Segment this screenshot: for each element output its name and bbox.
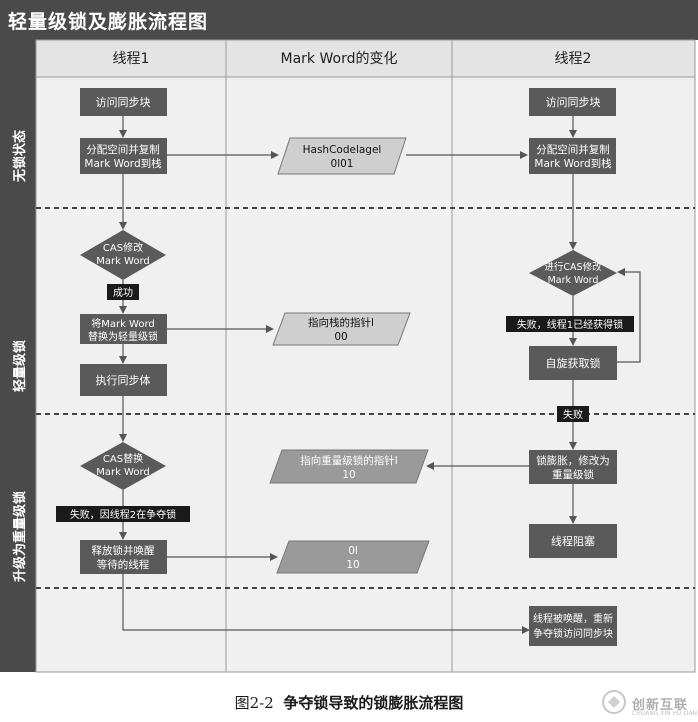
svg-text:0l: 0l xyxy=(348,545,358,557)
t2-blocked-box: 线程阻塞 xyxy=(529,524,617,558)
mw-released-shape: 0l 10 xyxy=(276,540,430,574)
svg-text:Mark Word到栈: Mark Word到栈 xyxy=(534,157,612,170)
t1-access-sync-box: 访问同步块 xyxy=(80,88,167,116)
svg-text:分配空间并复制: 分配空间并复制 xyxy=(86,143,160,156)
svg-text:失败，因线程2在争夺锁: 失败，因线程2在争夺锁 xyxy=(70,508,176,521)
t1-release-box: 释放锁并唤醒 等待的线程 xyxy=(80,540,167,574)
column-header-thread1: 线程1 xyxy=(113,51,150,67)
watermark-sub: CHUANG XIN HU LIAN xyxy=(632,710,698,717)
t1-alloc-copy-box: 分配空间并复制 Mark Word到栈 xyxy=(80,138,167,174)
phase-label-heavyweight: 升级为重量级锁 xyxy=(12,491,28,582)
svg-text:替换为轻量级锁: 替换为轻量级锁 xyxy=(88,330,158,343)
svg-text:10: 10 xyxy=(342,469,355,481)
t1-fail-label: 失败，因线程2在争夺锁 xyxy=(56,506,190,522)
svg-text:分配空间并复制: 分配空间并复制 xyxy=(536,143,610,156)
svg-text:线程阻塞: 线程阻塞 xyxy=(551,534,595,548)
svg-text:成功: 成功 xyxy=(113,287,133,299)
caption-label: 图2-2 xyxy=(234,694,274,712)
mw-stack-pointer-shape: 指向栈的指针l 00 xyxy=(272,312,411,346)
svg-text:访问同步块: 访问同步块 xyxy=(96,96,151,109)
phase-label-unlocked: 无锁状态 xyxy=(12,130,28,183)
t2-alloc-copy-box: 分配空间并复制 Mark Word到栈 xyxy=(529,138,616,174)
svg-text:HashCodelagel: HashCodelagel xyxy=(303,144,382,156)
svg-text:0l01: 0l01 xyxy=(331,158,354,170)
column-header-thread2: 线程2 xyxy=(555,51,592,67)
watermark-brand: 创新互联 xyxy=(632,698,689,713)
svg-text:进行CAS修改: 进行CAS修改 xyxy=(544,261,602,273)
phase-sidebar xyxy=(0,40,36,672)
svg-text:重量级锁: 重量级锁 xyxy=(552,468,594,481)
t1-replace-box: 将Mark Word 替换为轻量级锁 xyxy=(80,314,167,344)
svg-text:争夺锁访问同步块: 争夺锁访问同步块 xyxy=(533,627,613,640)
svg-text:线程被唤醒，重新: 线程被唤醒，重新 xyxy=(533,612,613,625)
t1-cas-replace-decision: CAS替换 Mark Word xyxy=(80,442,166,490)
t2-cas-decision: 进行CAS修改 Mark Word xyxy=(529,250,617,296)
caption-text: 争夺锁导致的锁膨胀流程图 xyxy=(283,694,464,712)
t1-success-label: 成功 xyxy=(107,284,139,300)
svg-text:Mark Word: Mark Word xyxy=(96,256,150,267)
svg-text:执行同步体: 执行同步体 xyxy=(96,373,151,387)
phase-label-lightweight: 轻量级锁 xyxy=(12,340,28,392)
svg-text:等待的线程: 等待的线程 xyxy=(97,558,150,571)
svg-text:指向栈的指针l: 指向栈的指针l xyxy=(308,316,374,329)
watermark-logo-icon xyxy=(602,690,626,714)
t1-exec-sync-box: 执行同步体 xyxy=(80,364,167,396)
column-header-row xyxy=(35,39,696,78)
figure-caption: 图2-2 争夺锁导致的锁膨胀流程图 xyxy=(0,692,698,713)
t2-fail-label: 失败 xyxy=(557,406,589,422)
svg-text:CAS修改: CAS修改 xyxy=(103,241,143,254)
title-bar: 轻量级锁及膨胀流程图 xyxy=(0,0,698,40)
svg-text:失败，线程1已经获得锁: 失败，线程1已经获得锁 xyxy=(517,318,623,331)
svg-text:失败: 失败 xyxy=(563,408,583,421)
svg-text:Mark Word到栈: Mark Word到栈 xyxy=(84,157,162,170)
mw-hashcode-shape: HashCodelagel 0l01 xyxy=(277,137,407,175)
mw-heavy-pointer-shape: 指向重量级锁的指针l 10 xyxy=(269,449,429,484)
svg-text:释放锁并唤醒: 释放锁并唤醒 xyxy=(92,544,155,557)
svg-text:将Mark Word: 将Mark Word xyxy=(91,318,155,330)
t2-lock-taken-label: 失败，线程1已经获得锁 xyxy=(506,316,634,332)
svg-text:访问同步块: 访问同步块 xyxy=(546,96,601,109)
svg-text:锁膨胀，修改为: 锁膨胀，修改为 xyxy=(536,454,610,467)
t2-access-sync-box: 访问同步块 xyxy=(529,88,616,116)
svg-text:自旋获取锁: 自旋获取锁 xyxy=(546,356,601,370)
column-header-markword: Mark Word的变化 xyxy=(281,51,398,67)
svg-text:10: 10 xyxy=(346,559,359,571)
diagram-title: 轻量级锁及膨胀流程图 xyxy=(8,11,209,33)
t2-spin-box: 自旋获取锁 xyxy=(529,346,617,380)
t2-inflate-box: 锁膨胀，修改为 重量级锁 xyxy=(529,450,617,484)
t2-woken-box: 线程被唤醒，重新 争夺锁访问同步块 xyxy=(529,606,617,646)
svg-text:指向重量级锁的指针l: 指向重量级锁的指针l xyxy=(300,454,397,467)
svg-text:Mark Word: Mark Word xyxy=(96,467,150,478)
svg-text:Mark Word: Mark Word xyxy=(548,275,599,286)
t1-cas-decision: CAS修改 Mark Word xyxy=(80,230,166,280)
svg-text:00: 00 xyxy=(334,331,347,343)
svg-text:CAS替换: CAS替换 xyxy=(103,452,143,465)
